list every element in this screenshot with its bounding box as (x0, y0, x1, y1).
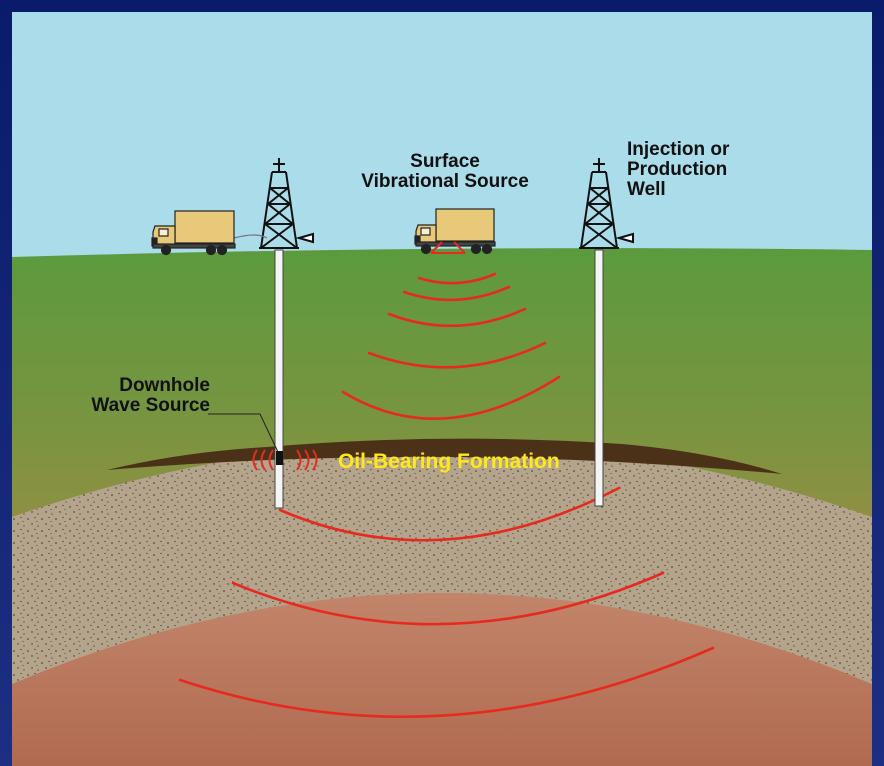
downhole-wave-icon (252, 449, 318, 471)
deep-rock-layer (12, 593, 872, 766)
seismic-diagram (12, 12, 872, 766)
oil-derrick-icon (579, 158, 634, 249)
well-label-line-2: Production (627, 159, 728, 180)
downhole-label-line-2: Wave Source (91, 395, 210, 416)
downhole-leader-line (208, 413, 279, 453)
truck-icon (414, 208, 496, 255)
downhole-label-line-1: Downhole (119, 375, 210, 396)
surface-vibrational-source-label: Surface Vibrational Source (355, 152, 535, 192)
oil-derrick-icon (259, 158, 314, 249)
downhole-source-block (276, 451, 283, 465)
right-well-pipe (594, 249, 604, 507)
left-well-pipe (274, 249, 284, 509)
truck-icon (151, 210, 268, 256)
injection-production-well-label: Injection or Production Well (627, 140, 729, 200)
downhole-wave-source-label: Downhole Wave Source (86, 376, 210, 416)
well-label-line-1: Injection or (627, 139, 730, 160)
surface-label-line-1: Surface (410, 151, 480, 172)
oil-bearing-formation-label: Oil-Bearing Formation (338, 450, 560, 473)
well-label-line-3: Well (627, 179, 666, 200)
surface-label-line-2: Vibrational Source (361, 171, 529, 192)
seismic-wave-icon (178, 272, 715, 719)
